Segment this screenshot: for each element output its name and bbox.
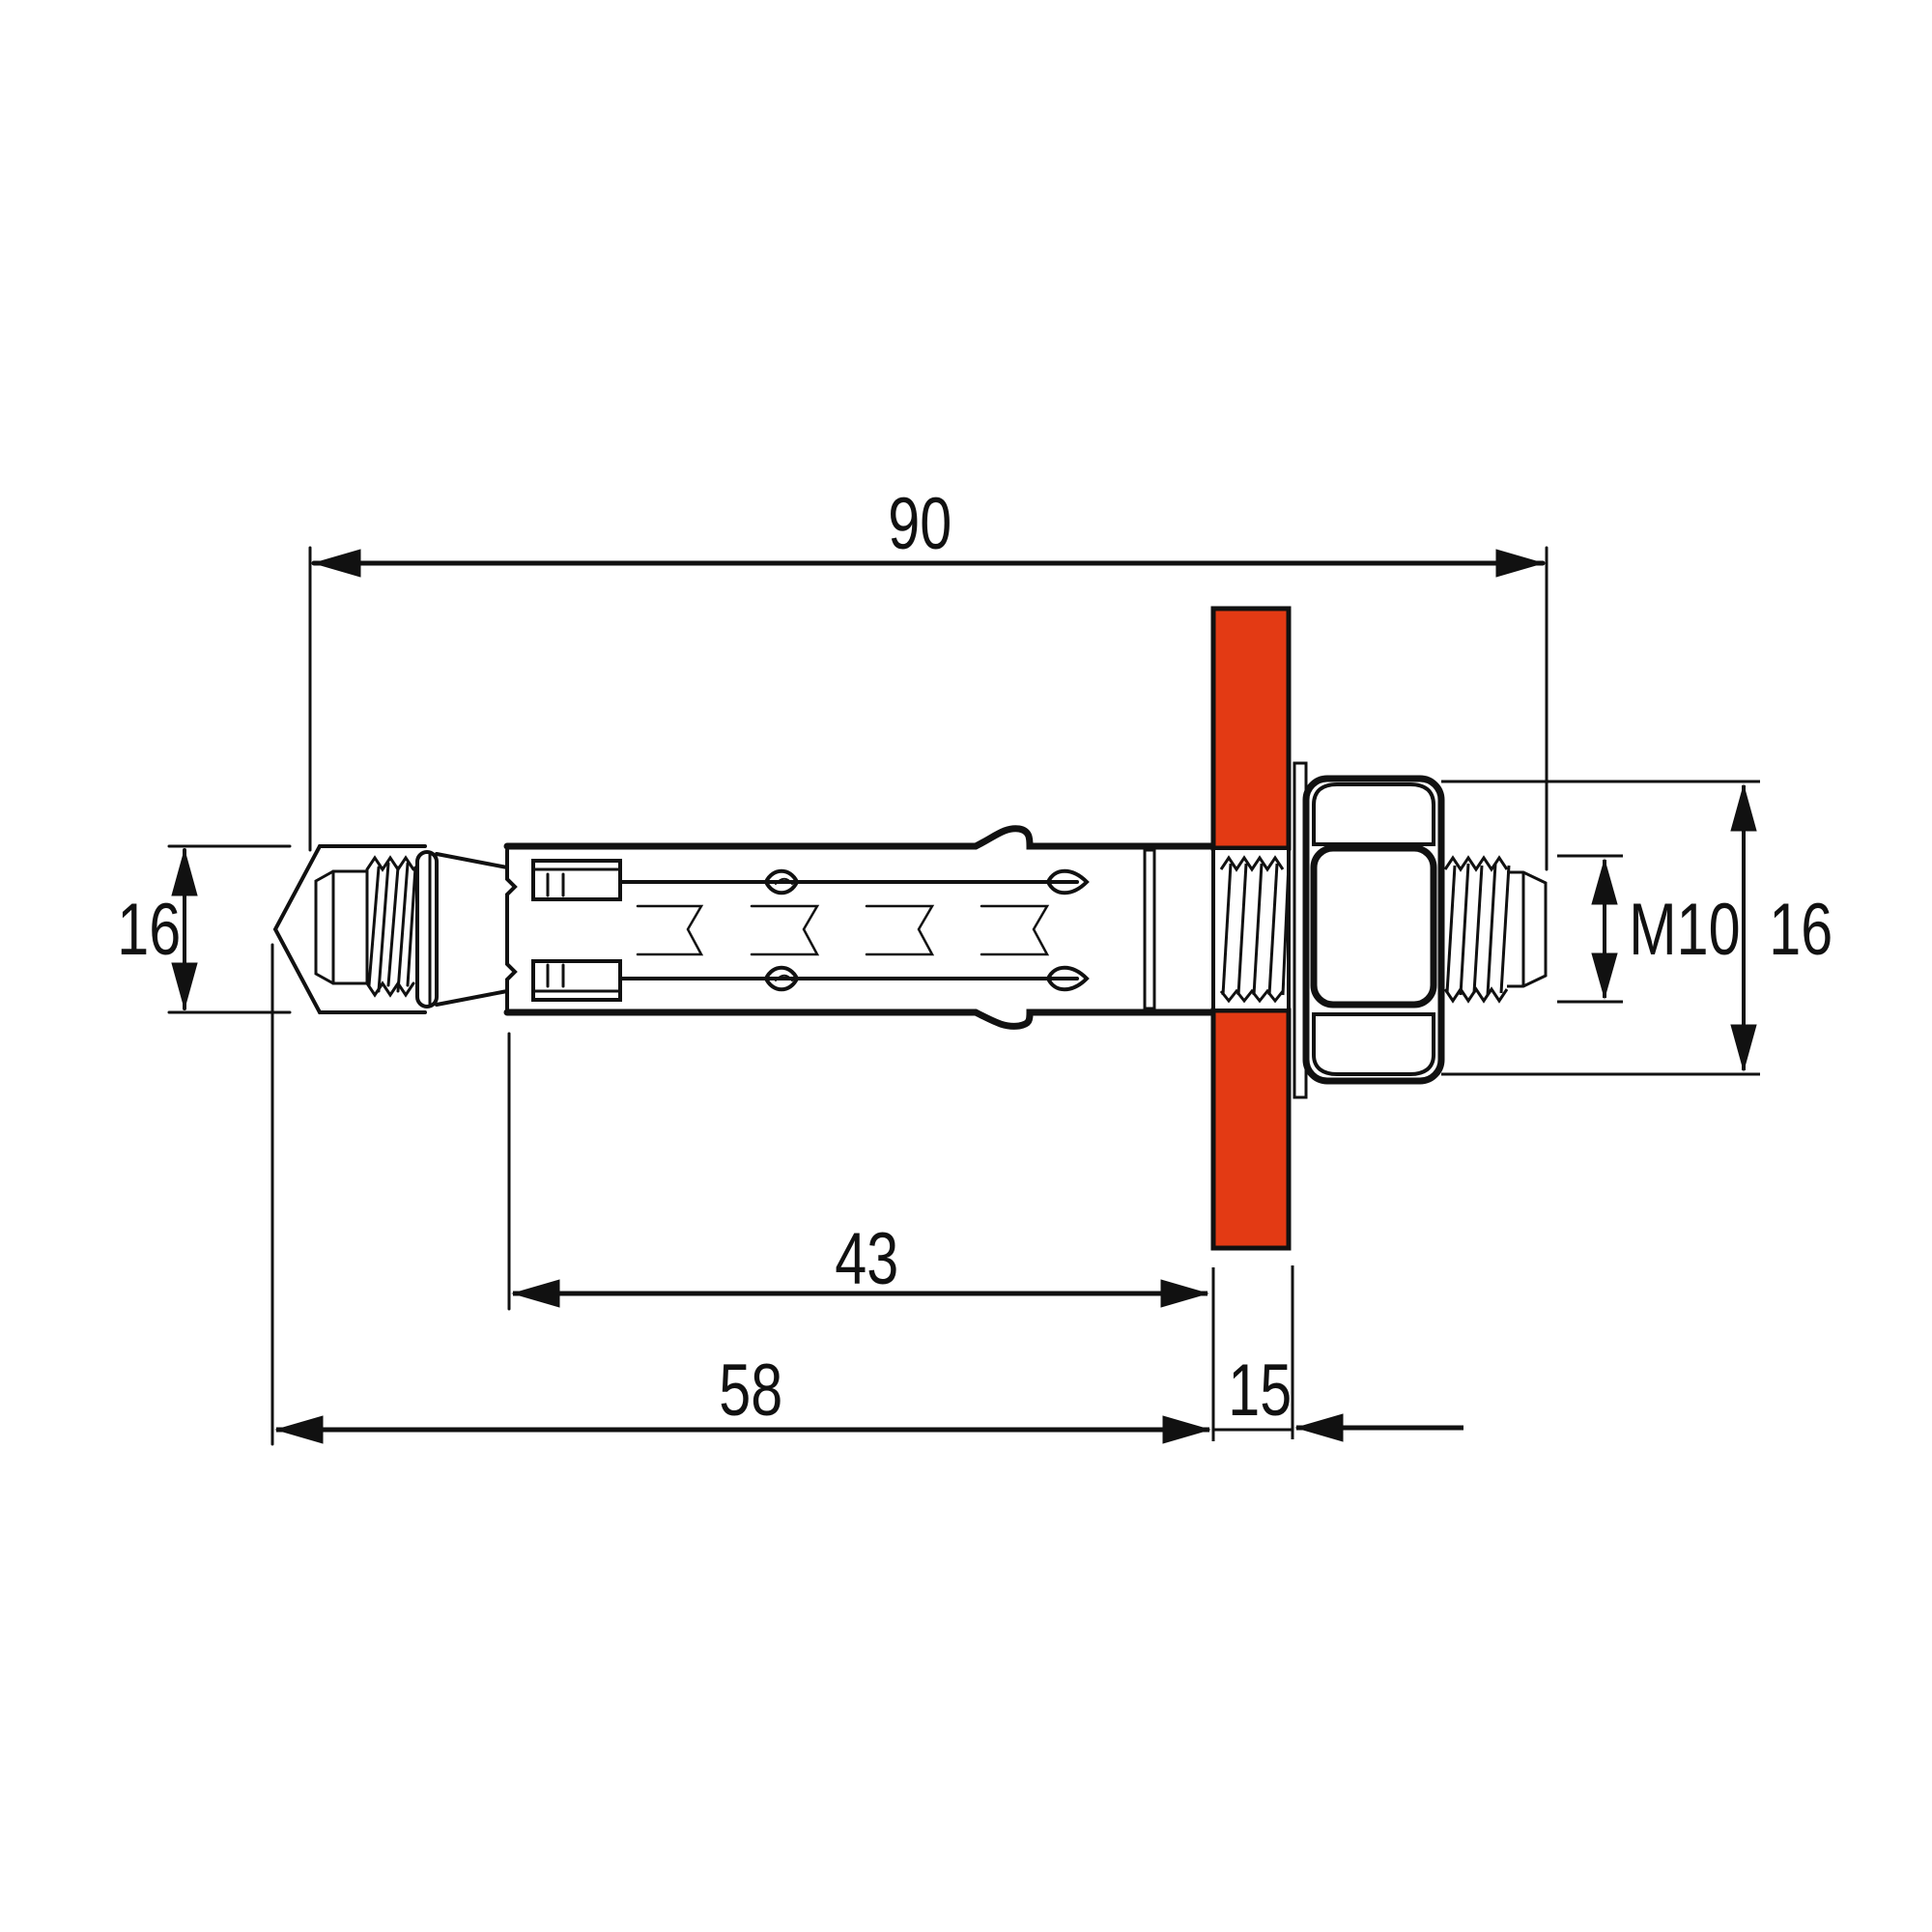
dim-nut-width	[1441, 780, 1760, 1076]
label-fixture-thickness: 15	[1228, 1350, 1293, 1432]
dim-embed-length	[274, 1413, 1463, 1444]
bolt-thread-in-plate	[1219, 855, 1291, 1004]
expansion-cone	[415, 850, 509, 1009]
label-embed-length: 58	[719, 1350, 783, 1432]
sleeve-body	[503, 825, 1215, 1030]
dim-thread-size	[1557, 854, 1623, 1004]
dim-sleeve-length	[511, 1265, 1294, 1441]
label-nut-width: 16	[1769, 889, 1833, 971]
label-thread-size: M10	[1629, 889, 1741, 971]
label-sleeve-diameter: 16	[117, 889, 182, 971]
bolt-thread-end	[1443, 855, 1548, 1004]
dim-overall-90	[308, 546, 1548, 871]
fixture-plate	[1210, 606, 1292, 1251]
label-sleeve-length: 43	[835, 1218, 899, 1300]
label-overall-length: 90	[888, 483, 952, 565]
left-thread	[365, 855, 417, 998]
hex-nut	[1302, 775, 1445, 1085]
dim-sleeve-diameter	[167, 844, 292, 1014]
